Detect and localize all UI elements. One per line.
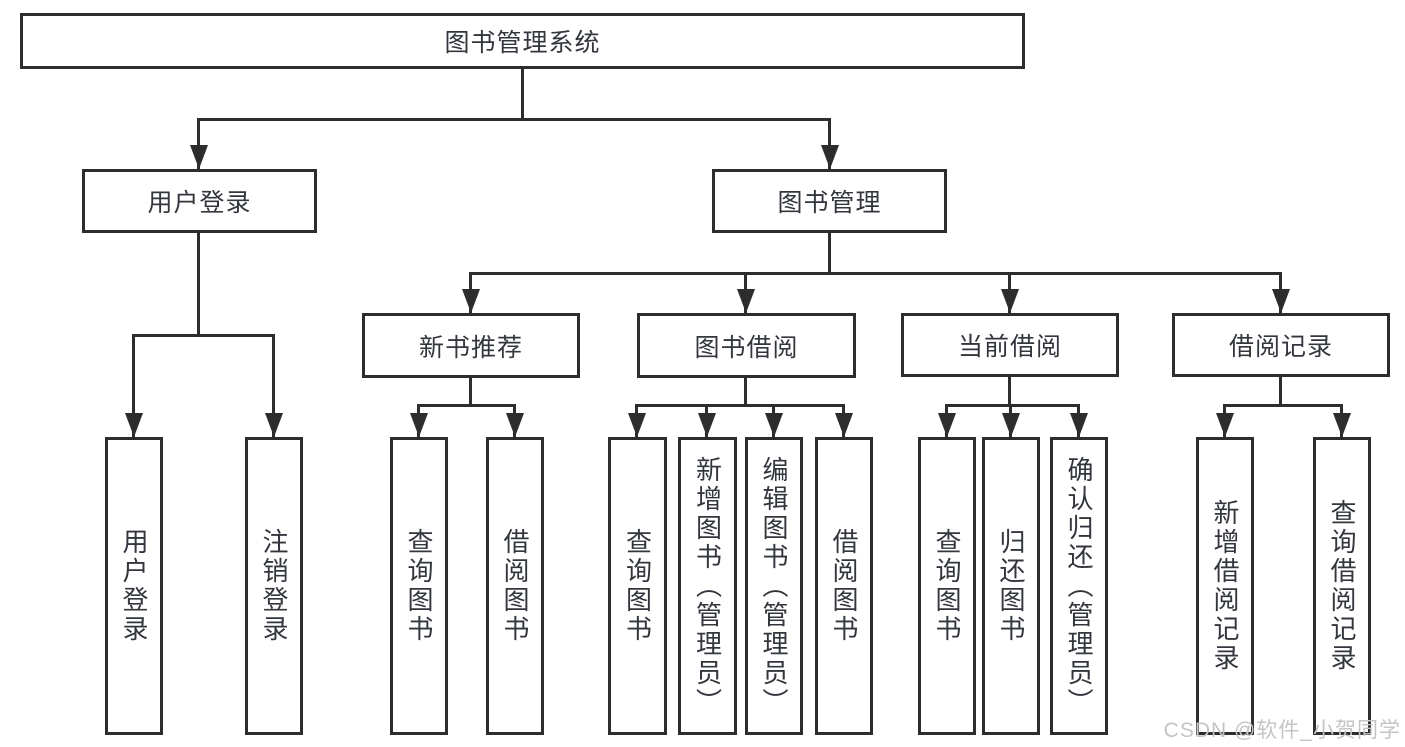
arrow-down-icon [1333,413,1351,437]
leaf-query-borrow-record: 查询借阅记录 [1313,437,1371,735]
arrow-down-icon [190,145,208,169]
arrow-down-icon [821,145,839,169]
leaf-query-books-recommend: 查询图书 [390,437,448,735]
connector [197,233,200,335]
leaf-confirm-return-admin: 确认归还（管理员） [1050,437,1108,735]
leaf-borrow-books: 借阅图书 [815,437,873,735]
node-library-management-system: 图书管理系统 [20,13,1025,69]
arrow-down-icon [125,413,143,437]
arrow-down-icon [506,413,524,437]
arrow-down-icon [1002,413,1020,437]
arrow-down-icon [410,413,428,437]
leaf-return-books: 归还图书 [982,437,1040,735]
leaf-add-borrow-record: 新增借阅记录 [1196,437,1254,735]
connector [521,69,524,119]
node-book-borrowing: 图书借阅 [637,313,856,378]
connector [132,334,274,337]
connector [828,118,831,169]
arrow-down-icon [462,289,480,313]
leaf-borrow-books-recommend: 借阅图书 [486,437,544,735]
node-borrowing-records: 借阅记录 [1172,313,1390,377]
arrow-down-icon [1272,289,1290,313]
connector [199,118,831,121]
arrow-down-icon [765,413,783,437]
node-book-management: 图书管理 [712,169,947,233]
node-new-book-recommend: 新书推荐 [362,313,580,378]
connector [744,378,747,405]
leaf-add-book-admin: 新增图书（管理员） [678,437,737,735]
arrow-down-icon [938,413,956,437]
node-current-borrowing: 当前借阅 [901,313,1119,377]
watermark: CSDN @软件_小贺同学 [1163,719,1401,742]
arrow-down-icon [1216,413,1234,437]
arrow-down-icon [628,413,646,437]
leaf-query-books-current: 查询图书 [918,437,976,735]
connector [1008,377,1011,405]
node-user-login: 用户登录 [82,169,317,233]
connector [132,334,135,437]
connector [197,118,200,169]
arrow-down-icon [1001,289,1019,313]
connector [469,378,472,405]
connector [471,272,1281,275]
connector [945,404,1079,407]
arrow-down-icon [737,289,755,313]
arrow-down-icon [835,413,853,437]
leaf-logout: 注销登录 [245,437,303,735]
connector [417,404,515,407]
leaf-user-login: 用户登录 [105,437,163,735]
connector [272,334,275,437]
connector [635,404,844,407]
arrow-down-icon [265,413,283,437]
leaf-edit-book-admin: 编辑图书（管理员） [745,437,803,735]
arrow-down-icon [1070,413,1088,437]
connector [1223,404,1342,407]
leaf-query-books-borrow: 查询图书 [608,437,667,735]
arrow-down-icon [698,413,716,437]
connector [1279,377,1282,405]
connector [828,233,831,273]
